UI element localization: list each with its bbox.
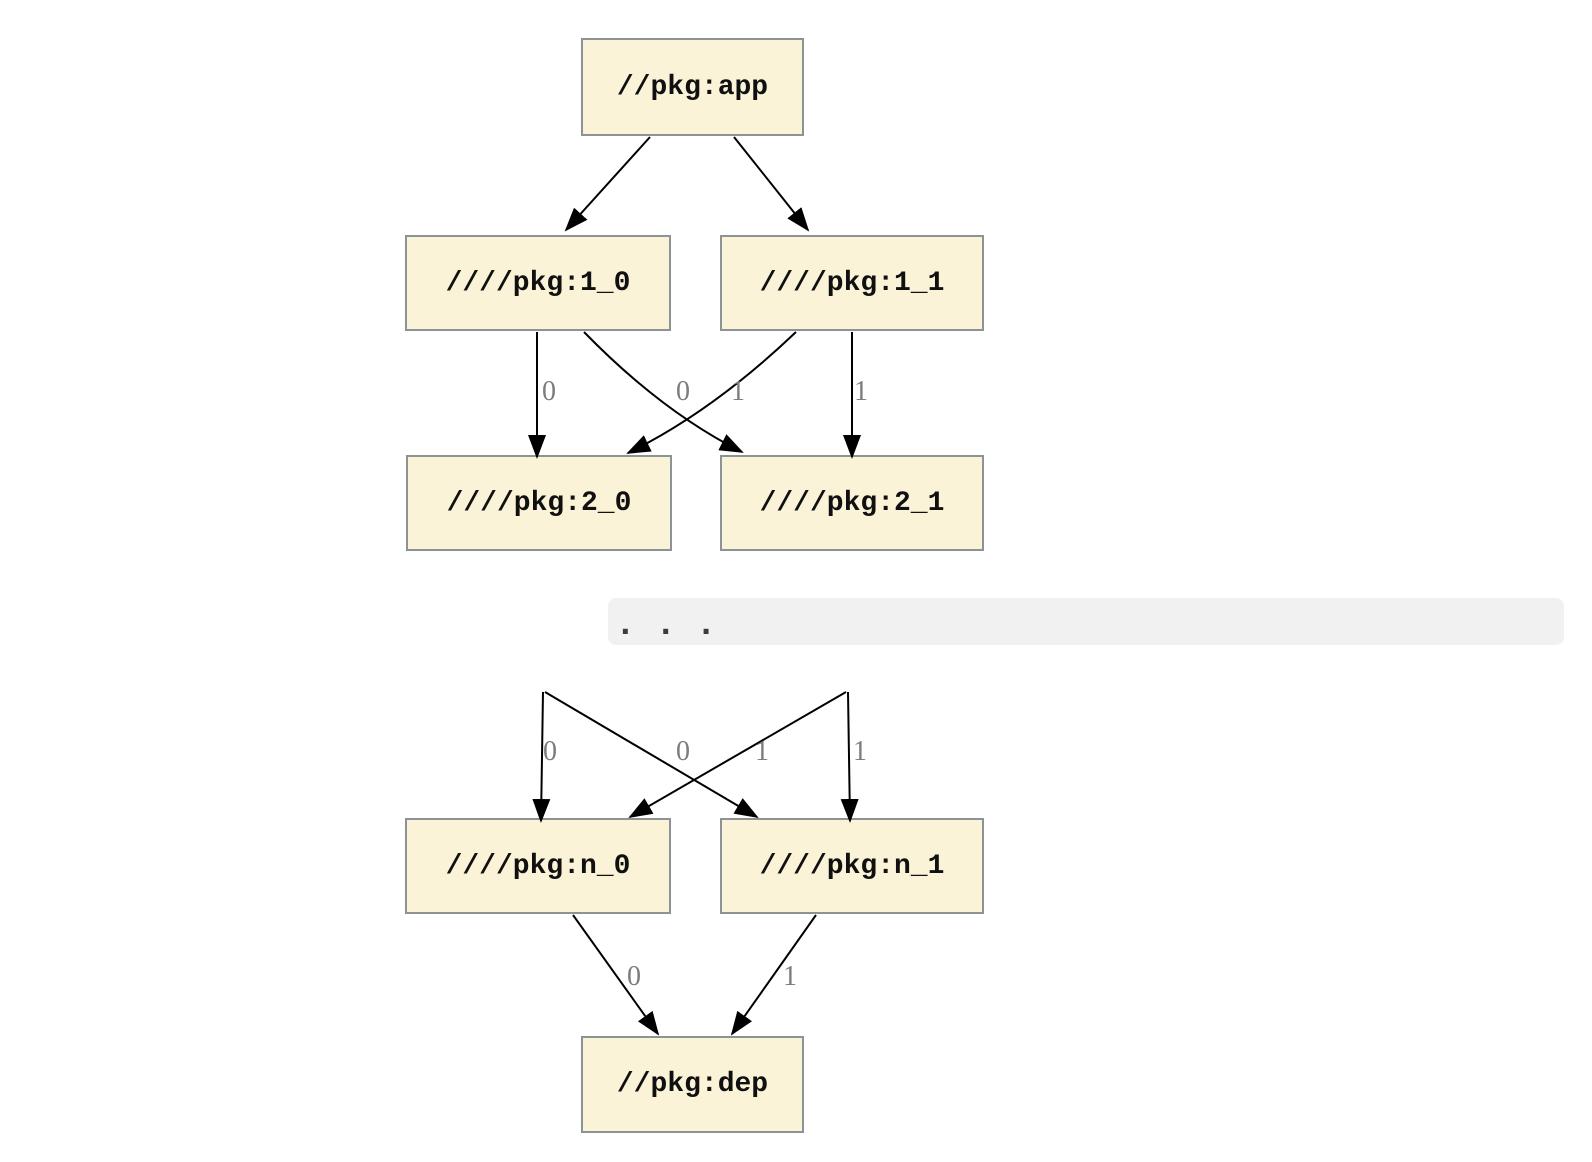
edge-label-1: 1 [783, 961, 797, 992]
edge-1-0-to-2-1 [583, 331, 744, 453]
edge-app-to-1-0 [564, 136, 651, 232]
edge-label-0: 0 [676, 736, 690, 767]
ellipsis-band: . . . [608, 598, 1564, 645]
ellipsis-dots: . . . [620, 608, 722, 641]
edge-n-1-to-dep [730, 914, 817, 1036]
edge-label-0: 0 [543, 736, 557, 767]
edge-prev-to-n-1 [840, 691, 859, 823]
graph-node-pkg-2-0: ////pkg:2_0 [406, 455, 672, 551]
edge-1-1-to-2-0 [626, 331, 797, 454]
edge-label-0: 0 [676, 376, 690, 407]
edge-n-0-to-dep [572, 914, 660, 1036]
graph-node-pkg-1-1: ////pkg:1_1 [720, 235, 984, 331]
edge-prev-to-n-0 [532, 691, 551, 823]
edge-label-0: 0 [542, 376, 556, 407]
graph-node-pkg-n-1: ////pkg:n_1 [720, 818, 984, 914]
graph-node-app: //pkg:app [581, 38, 804, 136]
edge-prev-cross-to-n-0 [628, 691, 847, 819]
graph-node-dep: //pkg:dep [581, 1036, 804, 1133]
edge-app-to-1-1 [733, 136, 810, 232]
edge-label-1: 1 [755, 736, 769, 767]
edge-label-1: 1 [854, 376, 868, 407]
graph-node-pkg-2-1: ////pkg:2_1 [720, 455, 984, 551]
graph-node-pkg-1-0: ////pkg:1_0 [405, 235, 671, 331]
edge-label-0: 0 [627, 961, 641, 992]
edge-label-1: 1 [731, 376, 745, 407]
graph-node-pkg-n-0: ////pkg:n_0 [405, 818, 671, 914]
edge-label-1: 1 [853, 736, 867, 767]
edge-prev-cross-to-n-1 [544, 691, 759, 819]
